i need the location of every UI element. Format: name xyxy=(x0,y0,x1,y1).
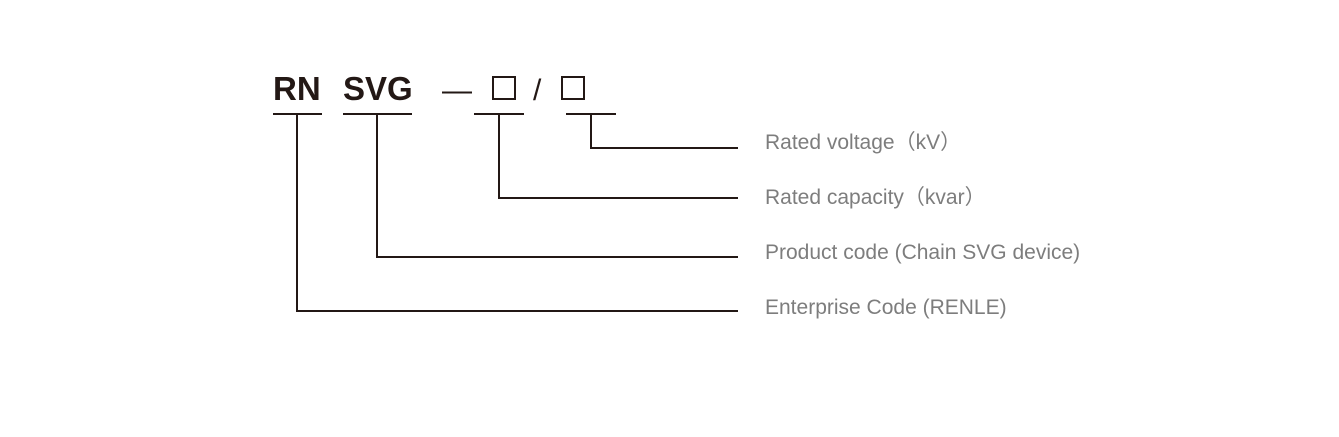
rated-capacity-label: Rated capacity（kvar） xyxy=(765,186,986,209)
product-code-label: Product code (Chain SVG device) xyxy=(765,241,1080,264)
enterprise-leader-line xyxy=(296,114,738,312)
capacity-placeholder-box xyxy=(492,76,516,100)
slash-separator: / xyxy=(533,74,542,107)
rated-voltage-label: Rated voltage（kV） xyxy=(765,131,961,154)
voltage-placeholder-box xyxy=(561,76,585,100)
enterprise-code-label: Enterprise Code (RENLE) xyxy=(765,296,1007,319)
dash-separator: — xyxy=(442,74,472,107)
enterprise-code-text: RN xyxy=(273,70,321,107)
capacity-leader-line xyxy=(498,114,738,199)
product-leader-line xyxy=(376,114,738,258)
voltage-leader-line xyxy=(590,114,738,149)
product-code-text: SVG xyxy=(343,70,413,107)
